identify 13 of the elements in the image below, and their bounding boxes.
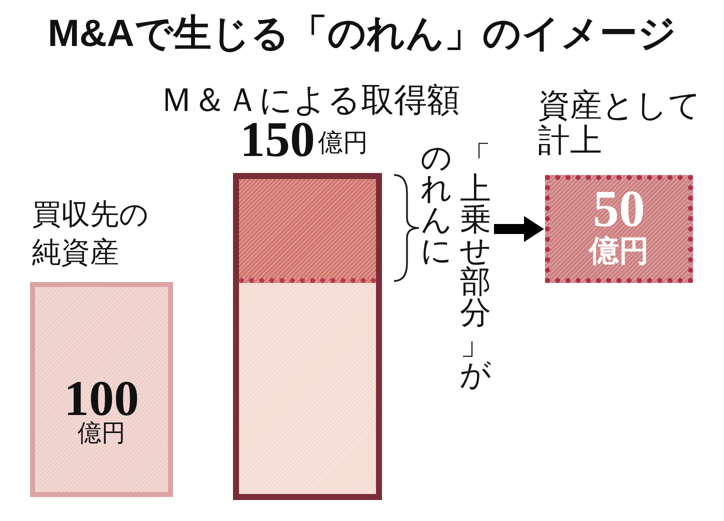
bar-heading: Ｍ＆Ａによる取得額 <box>160 83 460 116</box>
amount-value: 150 <box>240 117 315 162</box>
title: M&Aで生じる「のれん」のイメージ <box>48 15 676 53</box>
arrow <box>494 216 544 242</box>
goodwill-segment <box>239 179 376 283</box>
unit-label: 億円 <box>589 237 649 267</box>
vertical-note: 「上乗せ部分」がのれんに <box>420 142 492 390</box>
amount-value: 100 <box>64 376 139 421</box>
bar-heading: 買収先の純資産 <box>32 198 150 271</box>
unit-label: 億円 <box>78 422 126 446</box>
amount-value: 50 <box>593 187 645 234</box>
unit-label: 億円 <box>318 131 368 156</box>
stamp-heading: 資産として計上 <box>538 88 702 158</box>
